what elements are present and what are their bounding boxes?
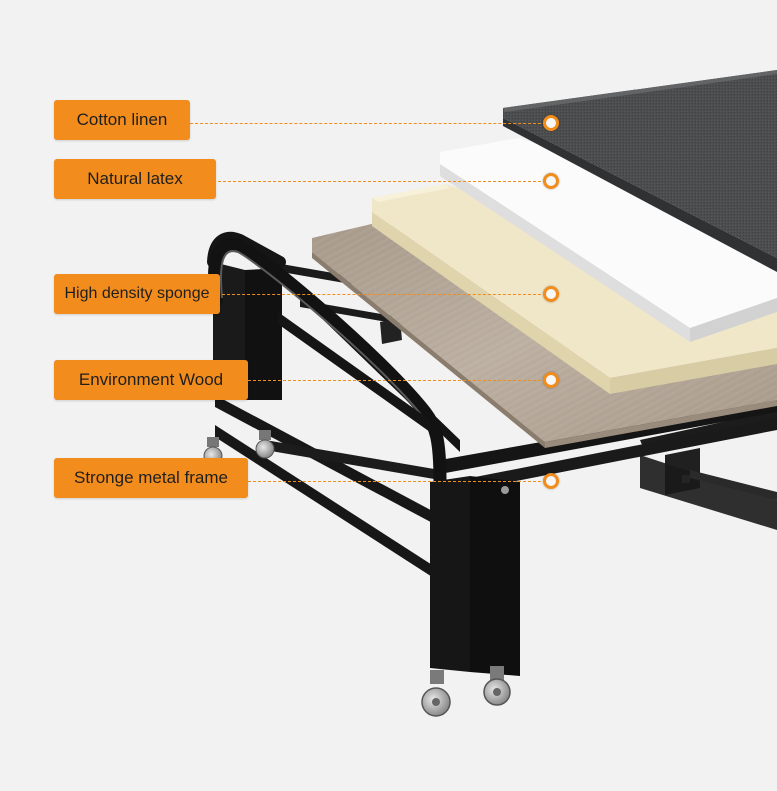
leader-line-natural-latex — [218, 181, 546, 182]
label-cotton-linen: Cotton linen — [54, 100, 190, 140]
label-strong-metal-frame: Stronge metal frame — [54, 458, 248, 498]
leader-line-cotton-linen — [190, 123, 546, 124]
callout-dot-metal-frame — [543, 473, 559, 489]
callout-dot-sponge — [543, 286, 559, 302]
callout-dot-wood — [543, 372, 559, 388]
label-environment-wood: Environment Wood — [54, 360, 248, 400]
callout-dot-natural-latex — [543, 173, 559, 189]
fabric-layer — [503, 70, 777, 272]
label-high-density-sponge: High density sponge — [54, 274, 220, 314]
leader-line-metal-frame — [248, 481, 546, 482]
leader-line-sponge — [222, 294, 546, 295]
latex-layer — [440, 138, 777, 342]
leader-line-wood — [248, 380, 546, 381]
frame-front-post — [207, 238, 520, 717]
label-natural-latex: Natural latex — [54, 159, 216, 199]
callout-dot-cotton-linen — [543, 115, 559, 131]
